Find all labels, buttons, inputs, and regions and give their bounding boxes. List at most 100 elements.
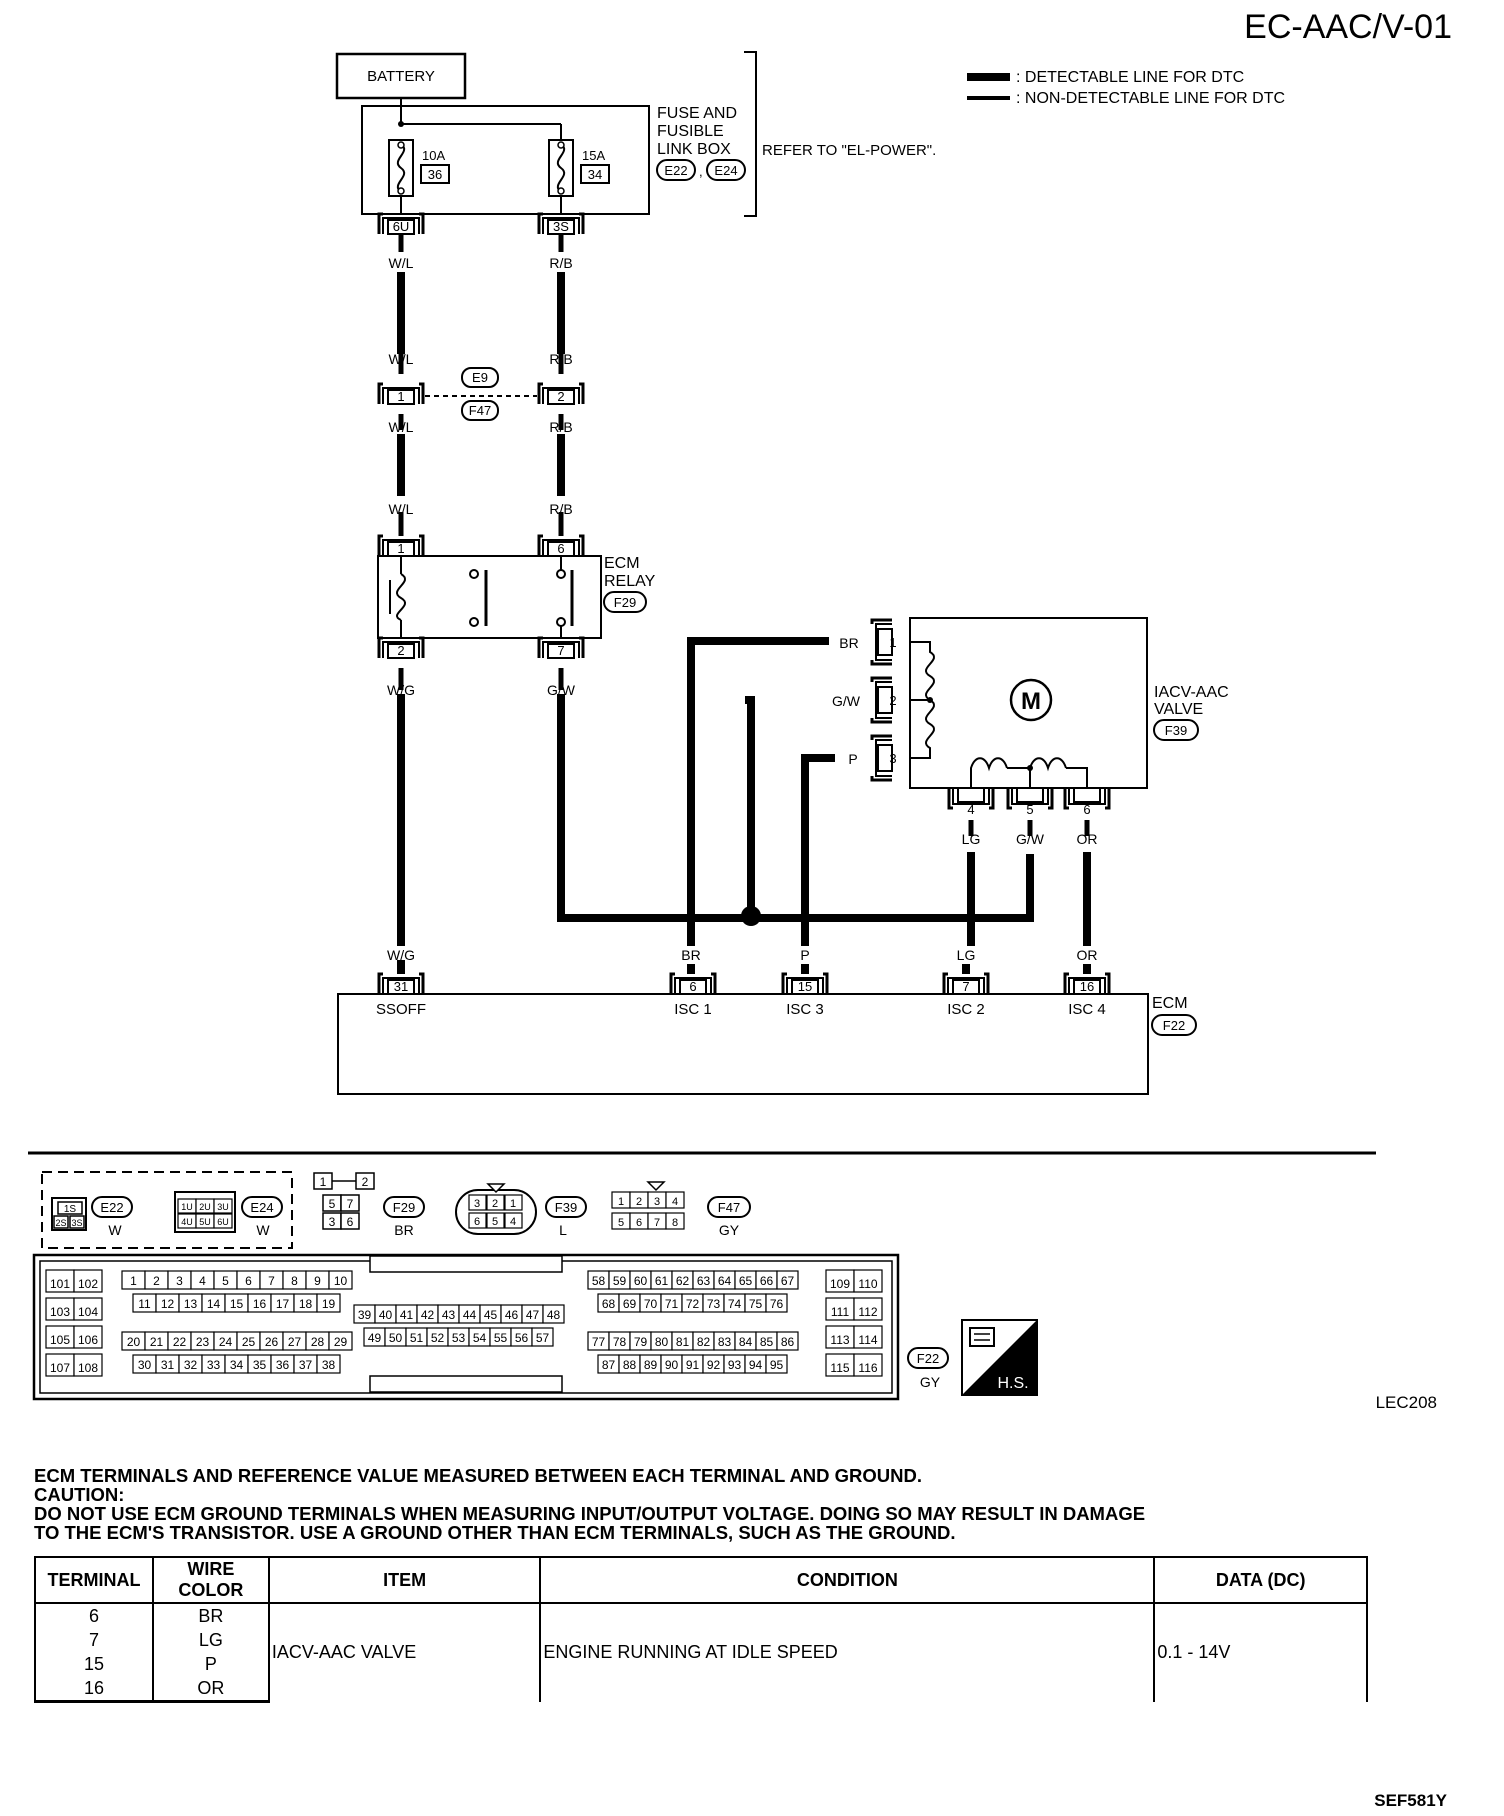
ecm-label: ECM	[1152, 995, 1188, 1012]
f22-pin-cavity	[328, 1270, 353, 1290]
f22-pin-111: 111	[831, 1305, 850, 1319]
f22-pin-72: 72	[686, 1297, 700, 1311]
f22-pin-9: 9	[314, 1274, 321, 1288]
f22-pin-71: 71	[665, 1297, 679, 1311]
ecm-terminal-isc1: ISC 1	[674, 1001, 712, 1018]
f22-pin-53: 53	[452, 1331, 466, 1345]
e24-ref: E24	[250, 1200, 273, 1215]
wire-label-lg-1: LG	[962, 831, 981, 847]
f22-pin-67: 67	[781, 1274, 795, 1288]
f22-pin-32: 32	[184, 1358, 198, 1372]
f22-pin-cavity	[853, 1269, 883, 1293]
terminal-3s: 3S	[553, 219, 569, 234]
fuse-box-ref-e24: E24	[714, 163, 737, 178]
f47-color: GY	[719, 1222, 740, 1238]
f22-pin-6: 6	[245, 1274, 252, 1288]
wire-label-p-1: P	[848, 751, 857, 767]
f22-pin-51: 51	[410, 1331, 424, 1345]
f22-pin-69: 69	[623, 1297, 637, 1311]
f22-pin-56: 56	[515, 1331, 529, 1345]
f22-pin-22: 22	[173, 1335, 187, 1349]
f22-pin-18: 18	[299, 1297, 313, 1311]
f22-pin-28: 28	[311, 1335, 325, 1349]
iacv-aac-valve: 1 2 3 M 4 5 6 IACV-AAC VALVE F39	[870, 617, 1229, 817]
f22-pin-50: 50	[389, 1331, 403, 1345]
e24-pin-5u: 5U	[199, 1217, 211, 1227]
wire-label-br-2: BR	[681, 947, 700, 963]
ecm-pin-31: 31	[394, 979, 408, 994]
terminal-6u: 6U	[393, 219, 410, 234]
f22-pin-86: 86	[781, 1335, 795, 1349]
col-terminal: TERMINAL	[34, 1556, 154, 1604]
f22-pin-cavity	[776, 1331, 799, 1351]
valve-label-2: VALVE	[1154, 701, 1203, 718]
svg-text:,: ,	[699, 164, 703, 179]
f22-pin-35: 35	[253, 1358, 267, 1372]
f39-color: L	[559, 1222, 567, 1238]
legend-non-detectable-text: : NON-DETECTABLE LINE FOR DTC	[1016, 90, 1285, 107]
f22-pin-23: 23	[196, 1335, 210, 1349]
f22-pin-cavity	[776, 1270, 799, 1290]
figure-code-sef581y: SEF581Y	[1374, 1791, 1447, 1810]
f22-pin-66: 66	[760, 1274, 774, 1288]
f22-pin-55: 55	[494, 1331, 508, 1345]
note-line-2: CAUTION:	[34, 1484, 125, 1505]
f39-ref: F39	[555, 1200, 577, 1215]
f22-pin-46: 46	[505, 1308, 519, 1322]
f47-pin-4: 4	[672, 1196, 678, 1208]
f39-pin-3: 3	[474, 1198, 480, 1210]
f22-pin-29: 29	[334, 1335, 348, 1349]
f22-pin-26: 26	[265, 1335, 279, 1349]
fuse-10a-rating: 10A	[422, 148, 445, 163]
table-row: 7 LG	[34, 1628, 1367, 1652]
relay-label-2: RELAY	[604, 573, 656, 590]
f22-pin-113: 113	[830, 1333, 849, 1347]
f22-pin-64: 64	[718, 1274, 732, 1288]
f22-pin-13: 13	[184, 1297, 198, 1311]
wire-cell: P	[151, 1652, 270, 1676]
f22-pin-27: 27	[288, 1335, 302, 1349]
valve-ref: F39	[1165, 723, 1187, 738]
wire-label-lg-2: LG	[957, 947, 976, 963]
connector-views: 1S 2S 3S E22 W 1U 2U 3U 4U 5U 6U E24 W 1…	[41, 1171, 751, 1249]
f22-pin-52: 52	[431, 1331, 445, 1345]
f22-pin-81: 81	[676, 1335, 690, 1349]
valve-pin-1: 1	[889, 635, 896, 650]
f47-pin-3: 3	[654, 1196, 660, 1208]
e22-color: W	[108, 1222, 122, 1238]
notes-block: ECM TERMINALS AND REFERENCE VALUE MEASUR…	[34, 1466, 1145, 1542]
f22-pin-74: 74	[728, 1297, 742, 1311]
ecm-pin-6: 6	[689, 979, 696, 994]
f22-pin-24: 24	[219, 1335, 233, 1349]
relay-pin-2: 2	[397, 643, 404, 658]
splice-point	[741, 906, 761, 926]
table-header-row: TERMINAL WIRE COLOR ITEM CONDITION DATA …	[34, 1556, 1368, 1604]
f22-pin-73: 73	[707, 1297, 721, 1311]
ecm-pin-7: 7	[962, 979, 969, 994]
wire-lines-thin	[398, 234, 1090, 836]
relay-pin-6: 6	[557, 541, 564, 556]
f39-pin-6: 6	[474, 1216, 480, 1228]
f22-pin-37: 37	[299, 1358, 313, 1372]
wire-label-gw-3: G/W	[1016, 831, 1045, 847]
e24-color: W	[256, 1222, 270, 1238]
note-line-1: ECM TERMINALS AND REFERENCE VALUE MEASUR…	[34, 1465, 923, 1486]
f22-pin-2: 2	[153, 1274, 160, 1288]
f22-pin-33: 33	[207, 1358, 221, 1372]
f22-pin-cavity	[328, 1331, 353, 1351]
f29-pin-5: 5	[329, 1197, 336, 1211]
ecm-terminal-table: TERMINAL WIRE COLOR ITEM CONDITION DATA …	[34, 1556, 1368, 1703]
f22-pin-102: 102	[78, 1277, 98, 1291]
wire-cell: BR	[151, 1603, 270, 1628]
wire-label-rb-4: R/B	[549, 501, 572, 517]
col-condition: CONDITION	[539, 1556, 1156, 1604]
f22-pin-11: 11	[138, 1297, 151, 1311]
valve-pin-6: 6	[1083, 802, 1090, 817]
fuse-box-label-1: FUSE AND	[657, 105, 737, 122]
f22-pin-31: 31	[161, 1358, 175, 1372]
f39-pin-1: 1	[510, 1198, 516, 1210]
f22-pin-88: 88	[623, 1358, 637, 1372]
f29-pin-1: 1	[320, 1175, 327, 1189]
f22-pin-77: 77	[592, 1335, 606, 1349]
f22-pin-25: 25	[242, 1335, 256, 1349]
